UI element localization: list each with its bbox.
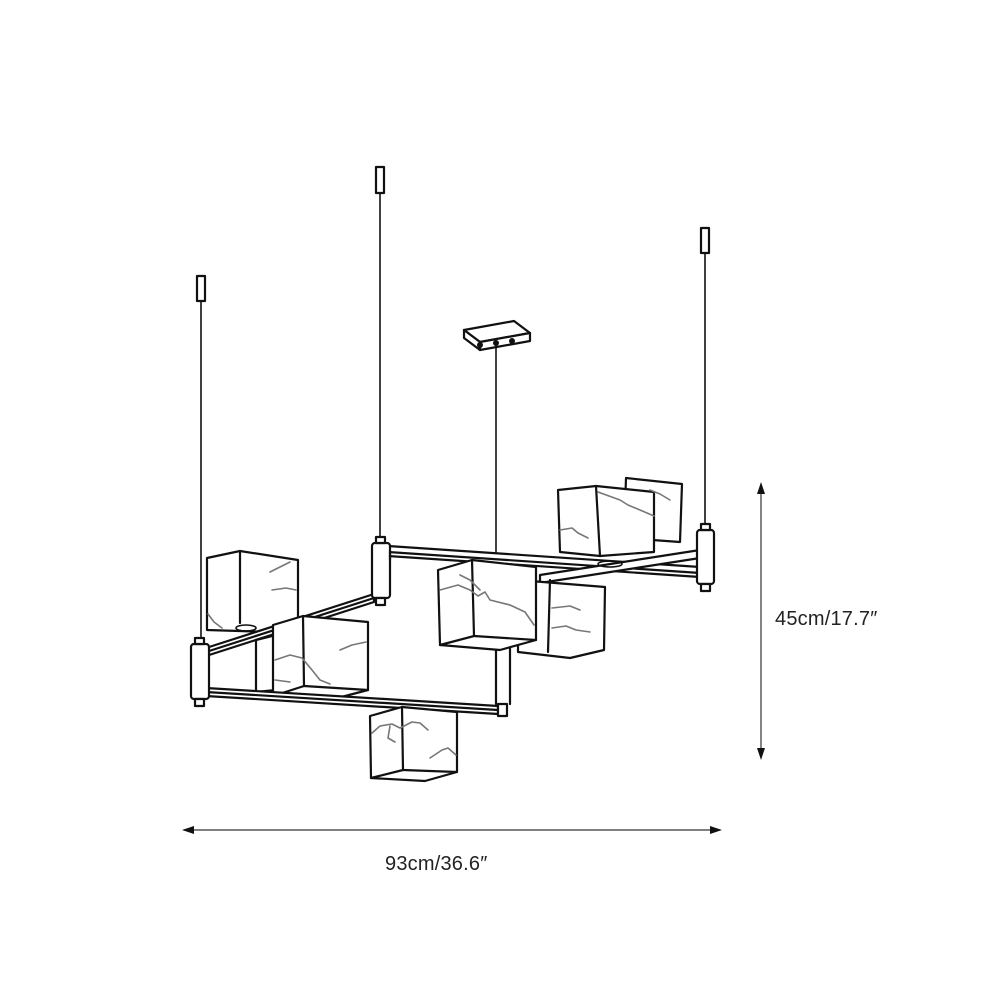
cube-shade-center — [436, 558, 538, 652]
rail-drop — [494, 646, 512, 706]
suspension-cables — [195, 165, 711, 638]
cube-shade-front-left — [254, 614, 370, 702]
connector-left — [189, 636, 509, 718]
cube-shade-left-back — [205, 549, 300, 634]
ceiling-canopy — [462, 319, 532, 556]
dimension-width — [182, 826, 722, 834]
connector-center — [370, 535, 392, 607]
dimension-height — [757, 482, 765, 760]
connector-right — [695, 522, 716, 593]
cube-shade-back-right — [556, 476, 684, 558]
cube-shade-bottom — [368, 705, 459, 783]
height-dimension-label: 45cm/17.7″ — [775, 608, 878, 630]
width-dimension-label: 93cm/36.6″ — [385, 853, 488, 875]
